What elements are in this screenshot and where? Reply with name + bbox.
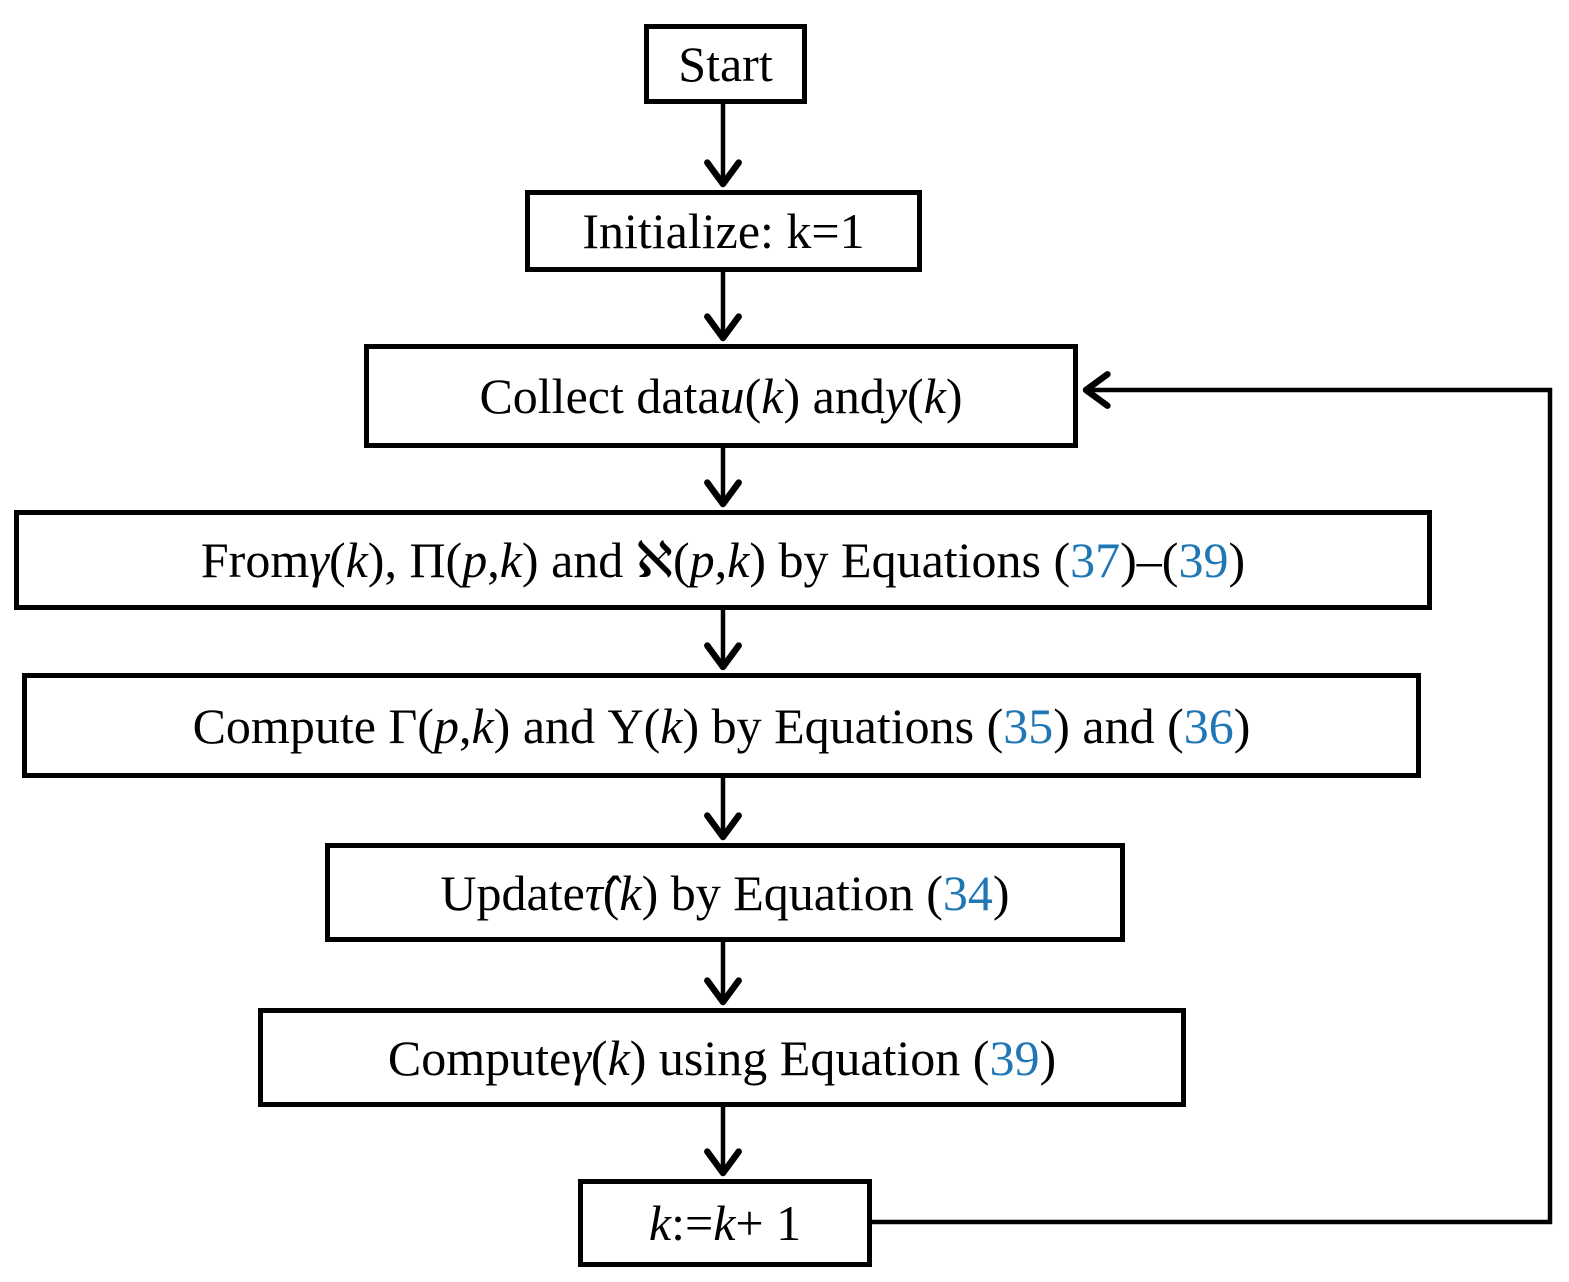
node-initialize: Initialize: k=1: [525, 190, 922, 272]
node-text-segment: From: [200, 532, 310, 588]
node-text-segment: ) and (: [1053, 697, 1184, 754]
node-text-segment: Collect data: [479, 368, 720, 424]
node-text-segment: γ: [571, 1029, 591, 1086]
node-text-segment: )–(: [1120, 532, 1179, 588]
node-text-segment: ) by Equation (: [641, 864, 943, 921]
node-text-segment: p: [689, 532, 715, 588]
node-text-segment: ) by Equations (: [749, 532, 1071, 588]
node-text-segment: ): [1228, 532, 1246, 588]
node-text-segment: Start: [678, 36, 773, 92]
node-text-segment: k: [345, 532, 368, 588]
node-text-segment: k: [607, 1029, 630, 1086]
node-text-segment: y: [884, 368, 908, 424]
node-text-segment: ,: [458, 697, 472, 754]
node-text-segment: (: [602, 864, 620, 921]
node-text-segment: ): [1039, 1029, 1057, 1086]
node-text-segment: ): [945, 368, 963, 424]
node-text-segment: ) and: [783, 368, 885, 424]
node-text-segment: τ̂: [584, 864, 603, 921]
node-text-segment: (: [907, 368, 924, 424]
node-text-segment: u: [719, 368, 745, 424]
node-text-segment: ,: [487, 532, 500, 588]
node-text-segment: p: [433, 697, 459, 754]
node-text-segment: ), Π(: [367, 532, 463, 588]
node-text-segment: 35: [1003, 697, 1054, 754]
node-text-segment: 34: [942, 864, 993, 921]
node-text-segment: k: [471, 697, 494, 754]
node-text-segment: k: [660, 697, 683, 754]
node-text-segment: ): [1233, 697, 1251, 754]
node-collect-data: Collect data u(k) and y(k): [364, 344, 1078, 448]
node-text-segment: p: [462, 532, 488, 588]
node-text-segment: 39: [989, 1029, 1040, 1086]
node-text-segment: (: [744, 368, 762, 424]
node-start: Start: [644, 24, 807, 104]
node-text-segment: ) and Υ(: [493, 697, 661, 754]
node-text-segment: k: [499, 532, 522, 588]
node-text-segment: k: [648, 1195, 672, 1251]
node-text-segment: k: [727, 532, 750, 588]
node-text-segment: 36: [1183, 697, 1234, 754]
node-text-segment: (: [328, 532, 346, 588]
node-text-segment: ) using Equation (: [629, 1029, 990, 1086]
node-text-segment: Initialize: k=1: [582, 203, 865, 259]
node-compute-equations-35-36: Compute Γ(p,k) and Υ(k) by Equations (35…: [22, 673, 1421, 778]
node-text-segment: k: [713, 1195, 736, 1251]
node-from-equations-37-39: From γ(k), Π(p,k) and ℵ(p,k) by Equation…: [14, 510, 1432, 610]
node-text-segment: (: [590, 1029, 608, 1086]
node-update-equation-34: Update τ̂(k) by Equation (34): [325, 843, 1125, 942]
node-text-segment: Compute Γ(: [192, 697, 434, 754]
node-text-segment: 37: [1070, 532, 1121, 588]
node-text-segment: :=: [671, 1195, 714, 1251]
node-text-segment: ) and ℵ(: [521, 532, 690, 588]
node-text-segment: ) by Equations (: [682, 697, 1004, 754]
node-text-segment: Update: [440, 864, 585, 921]
node-text-segment: k: [761, 368, 784, 424]
node-text-segment: k: [619, 864, 642, 921]
node-compute-equation-39: Compute γ(k) using Equation (39): [258, 1008, 1186, 1107]
node-text-segment: 39: [1178, 532, 1229, 588]
node-text-segment: ): [992, 864, 1010, 921]
node-text-segment: k: [923, 368, 946, 424]
node-increment-k: k := k + 1: [578, 1179, 872, 1267]
node-text-segment: + 1: [735, 1195, 802, 1251]
node-text-segment: γ: [309, 532, 329, 588]
node-text-segment: Compute: [387, 1029, 572, 1086]
node-text-segment: ,: [714, 532, 728, 588]
